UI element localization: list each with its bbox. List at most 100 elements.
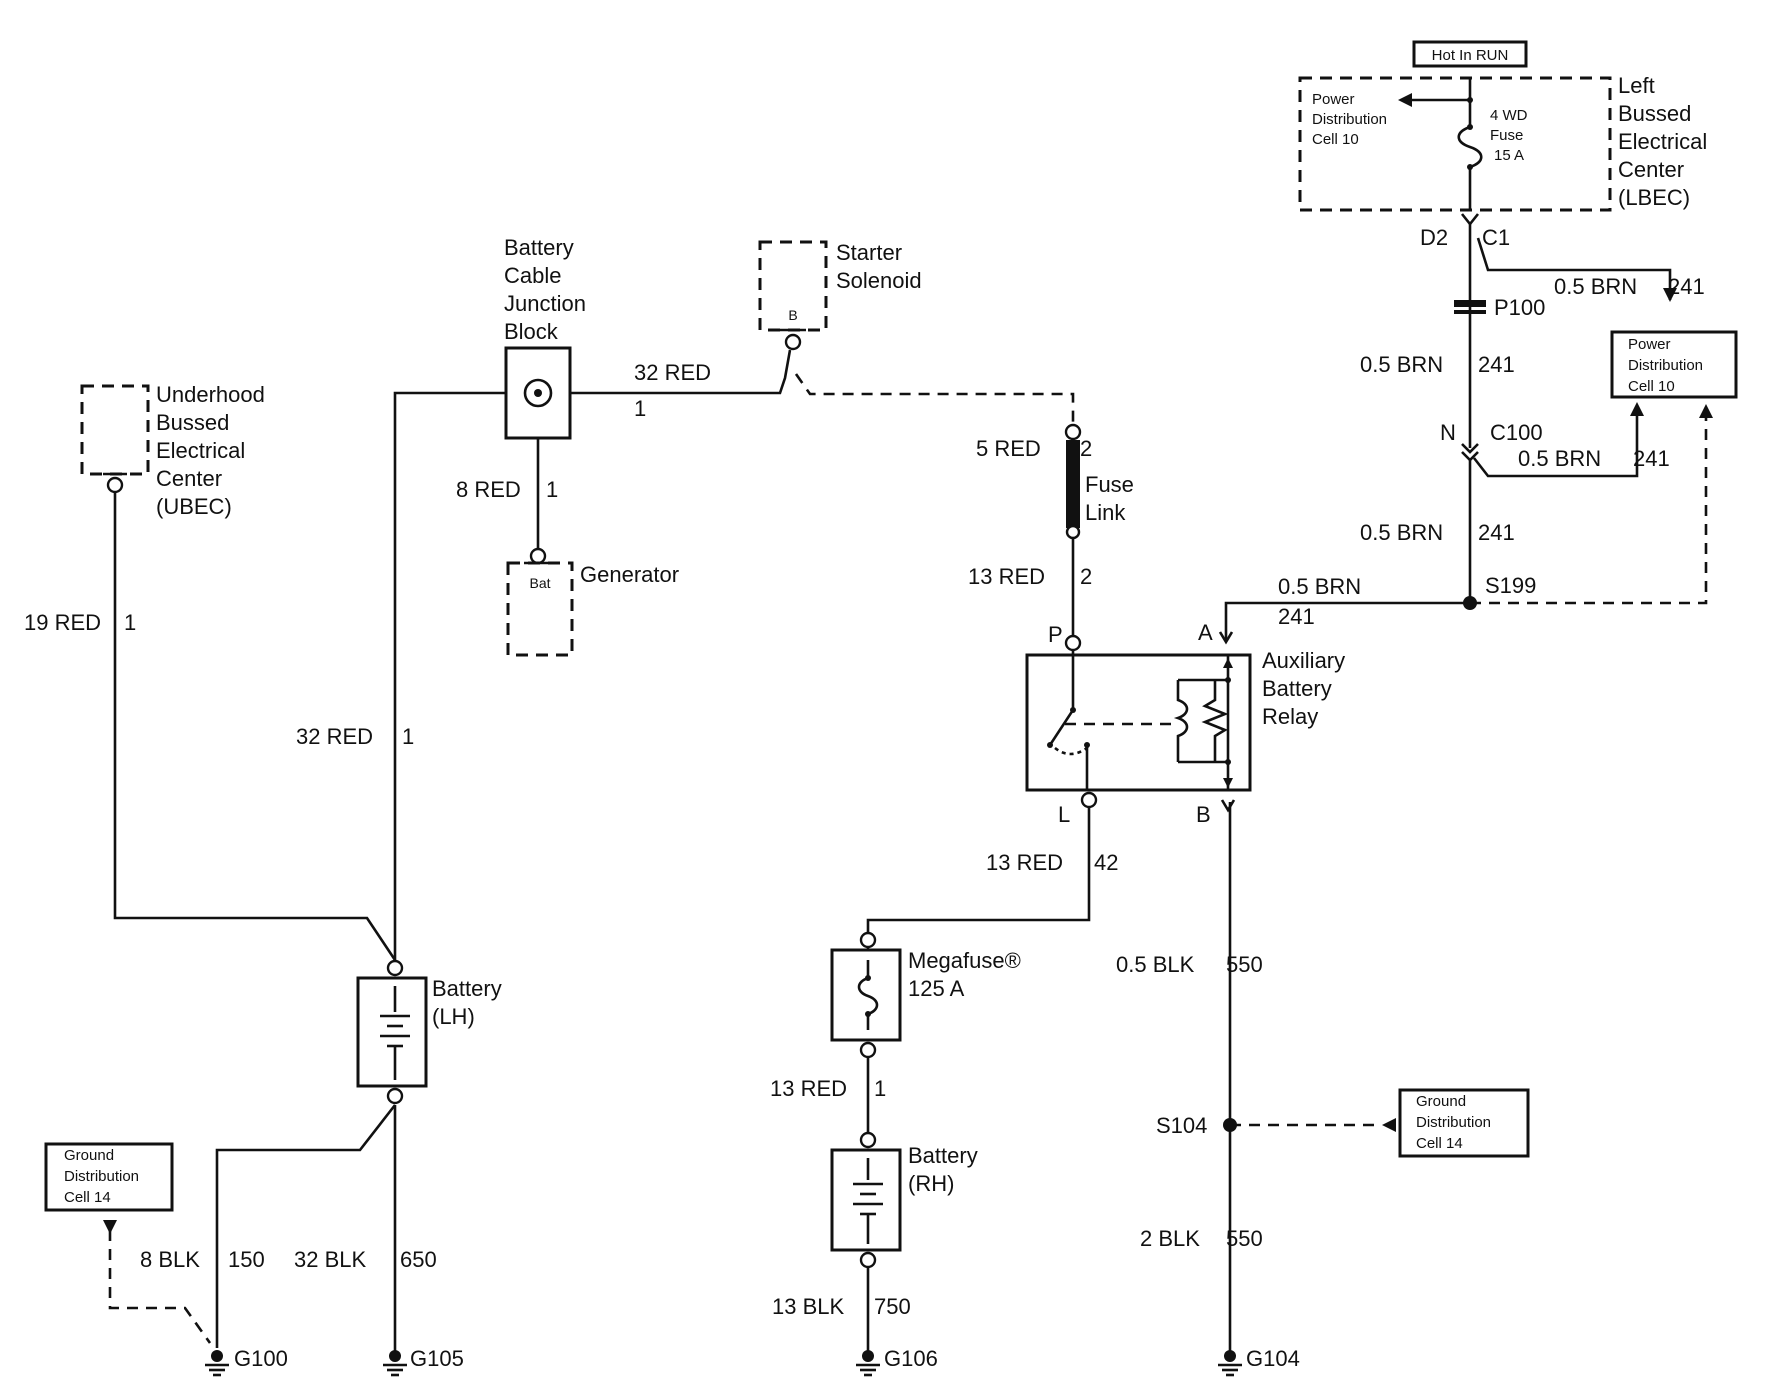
relay-pin-p: P [1048,622,1063,647]
wire-gauge-label: 8 RED [456,477,521,502]
lbec-label: Center [1618,157,1684,182]
wire-circuit-label: 650 [400,1247,437,1272]
wire-circuit-label: 1 [402,724,414,749]
pdc-cell10-label: Cell 10 [1628,378,1675,395]
wire-gauge-label: 2 BLK [1140,1226,1200,1251]
fuse-link: Fuse Link [1064,423,1134,540]
connector-n-label: N [1440,420,1456,445]
fuse-4wd-label: Fuse [1490,127,1523,144]
pdc-cell10-label: Power [1628,336,1671,353]
junction-block-label: Battery [504,235,574,260]
junction-block-label: Cable [504,263,561,288]
wire-circuit-label: 1 [634,396,646,421]
relay-label: Battery [1262,676,1332,701]
arrow-left-icon [1398,93,1412,107]
wire-circuit-label: 750 [874,1294,911,1319]
connector-d2-c1: D2 C1 [1420,213,1510,250]
wire-gauge-label: 0.5 BRN [1518,446,1601,471]
ground-g104-label: G104 [1246,1346,1300,1371]
splice-s104-label: S104 [1156,1113,1207,1138]
gdc-left-label: Cell 14 [64,1189,111,1206]
wire-gauge-label: 0.5 BRN [1360,352,1443,377]
wire-gauge-label: 8 BLK [140,1247,200,1272]
wires [108,78,1708,1352]
battery-lh: Battery (LH) [356,959,502,1105]
wire-circuit-label: 2 [1080,564,1092,589]
wire-circuit-label: 1 [124,610,136,635]
megafuse: Megafuse® 125 A [830,931,1021,1059]
generator-label: Generator [580,562,679,587]
lbec-pdc-label: Cell 10 [1312,131,1359,148]
starter-terminal-label: B [788,307,797,323]
wire-circuit-label: 241 [1633,446,1670,471]
relay-pin-b: B [1196,802,1211,827]
fuse-link-label: Link [1085,500,1126,525]
relay-label: Relay [1262,704,1318,729]
wire-labels: 0.5 BRN 241 0.5 BRN 241 0.5 BRN 241 0.5 … [24,274,1705,1319]
wire-circuit-label: 150 [228,1247,265,1272]
fuse-4wd-label: 15 A [1494,147,1524,164]
wire-gauge-label: 0.5 BLK [1116,952,1195,977]
splice-s199: S199 [1463,573,1536,610]
wire-gauge-label: 13 RED [968,564,1045,589]
lbec-label: Bussed [1618,101,1691,126]
relay-pin-a: A [1198,620,1213,645]
wire-circuit-label: 42 [1094,850,1118,875]
splice-s104: S104 [1156,1113,1237,1138]
gdc-left-box: Ground Distribution Cell 14 [44,1142,174,1234]
hot-in-run-label: Hot In RUN [1432,47,1509,64]
lbec-label: Electrical [1618,129,1707,154]
connector-c100-label: C100 [1490,420,1543,445]
gdc-left-label: Ground [64,1147,114,1164]
wire-gauge-label: 13 RED [770,1076,847,1101]
ground-g104: G104 [1218,1346,1300,1377]
arrow-up-icon [1699,404,1713,418]
ground-g100-label: G100 [234,1346,288,1371]
splice-s199-label: S199 [1485,573,1536,598]
ground-g100: G100 [205,1346,288,1377]
ground-g106: G106 [856,1346,938,1377]
arrow-left-icon [1382,1118,1396,1132]
arrow-down-icon [103,1220,117,1234]
pdc-cell10-box: Power Distribution Cell 10 [1610,288,1738,418]
fuse-4wd-label: 4 WD [1490,107,1528,124]
hot-in-run-box: Hot In RUN [1412,40,1528,68]
connector-p100-label: P100 [1494,295,1545,320]
wire-circuit-label: 550 [1226,1226,1263,1251]
connector-p100: P100 [1454,295,1545,320]
wire-circuit-label: 2 [1080,436,1092,461]
arrow-up-icon [1630,402,1644,416]
wire-circuit-label: 241 [1478,352,1515,377]
wire-gauge-label: 0.5 BRN [1278,574,1361,599]
starter-label: Starter [836,240,902,265]
gdc-right-label: Cell 14 [1416,1135,1463,1152]
lbec-pdc-label: Distribution [1312,111,1387,128]
connector-c100: N C100 [1440,420,1543,462]
wire-circuit-label: 1 [546,477,558,502]
wire-gauge-label: 32 RED [296,724,373,749]
battery-rh-label: (RH) [908,1171,954,1196]
wire-gauge-label: 32 RED [634,360,711,385]
ground-g105-label: G105 [410,1346,464,1371]
ground-g106-label: G106 [884,1346,938,1371]
ubec-label: Electrical [156,438,245,463]
junction-block-label: Block [504,319,559,344]
battery-rh-label: Battery [908,1143,978,1168]
lbec-pdc-label: Power [1312,91,1355,108]
arrow-down-icon [1663,288,1677,302]
gdc-right-label: Ground [1416,1093,1466,1110]
lbec-label: (LBEC) [1618,185,1690,210]
ground-g105: G105 [383,1346,464,1377]
gdc-right-box: Ground Distribution Cell 14 [1382,1088,1530,1158]
relay-pin-l: L [1058,802,1070,827]
wire-gauge-label: 32 BLK [294,1247,366,1272]
connector-c1-label: C1 [1482,225,1510,250]
ubec-label: Bussed [156,410,229,435]
generator-terminal-label: Bat [529,575,550,591]
gdc-left-label: Distribution [64,1168,139,1185]
lbec-label: Left [1618,73,1655,98]
gdc-right-label: Distribution [1416,1114,1491,1131]
junction-block-label: Junction [504,291,586,316]
ubec-label: Underhood [156,382,265,407]
